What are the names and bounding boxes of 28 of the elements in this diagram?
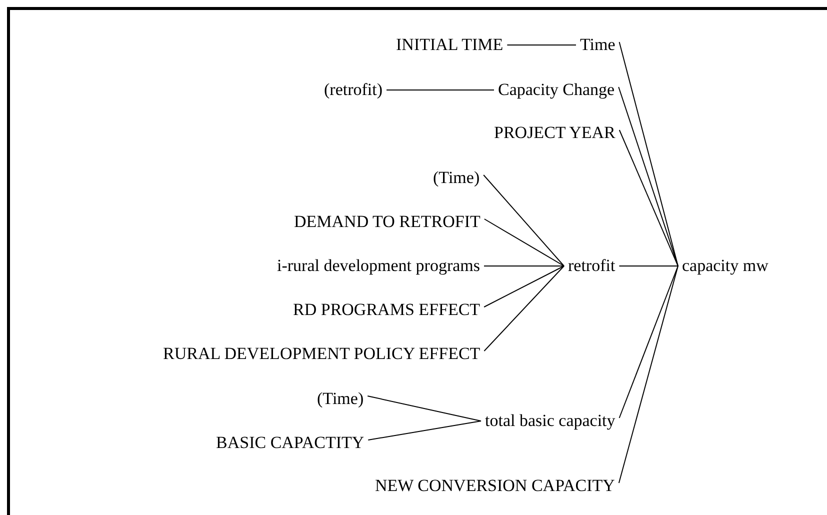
connector-line: [618, 130, 678, 266]
variable-name: i-rural development programs: [277, 256, 480, 276]
connector-line: [618, 266, 678, 418]
connector-line: [484, 266, 564, 352]
connector-line: [367, 396, 482, 422]
connector-line: [484, 218, 564, 266]
variable-name: (Time): [317, 389, 364, 409]
variable-name: NEW CONVERSION CAPACITY: [375, 476, 615, 496]
variable-name: Capacity Change: [498, 80, 615, 100]
variable-name: RD PROGRAMS EFFECT: [293, 300, 480, 320]
variable-name: RURAL DEVELOPMENT POLICY EFFECT: [163, 344, 480, 364]
variable-name: (retrofit): [324, 80, 383, 100]
connector-line: [618, 86, 678, 266]
connector-line: [368, 420, 482, 440]
connector-line: [483, 174, 564, 266]
variable-name: retrofit: [568, 256, 616, 276]
connector-line: [618, 266, 678, 484]
variable-name: Time: [580, 35, 616, 55]
variable-name: DEMAND TO RETROFIT: [294, 212, 480, 232]
variable-name: total basic capacity: [485, 411, 616, 431]
variable-name: BASIC CAPACTITY: [216, 433, 364, 453]
variable-name: (Time): [433, 168, 480, 188]
variable-name: PROJECT YEAR: [494, 123, 616, 143]
connector-line: [484, 266, 564, 308]
variable-name: capacity mw: [682, 256, 768, 276]
connector-line: [506, 44, 576, 46]
variable-name: INITIAL TIME: [396, 35, 504, 55]
connector-line: [618, 42, 678, 266]
